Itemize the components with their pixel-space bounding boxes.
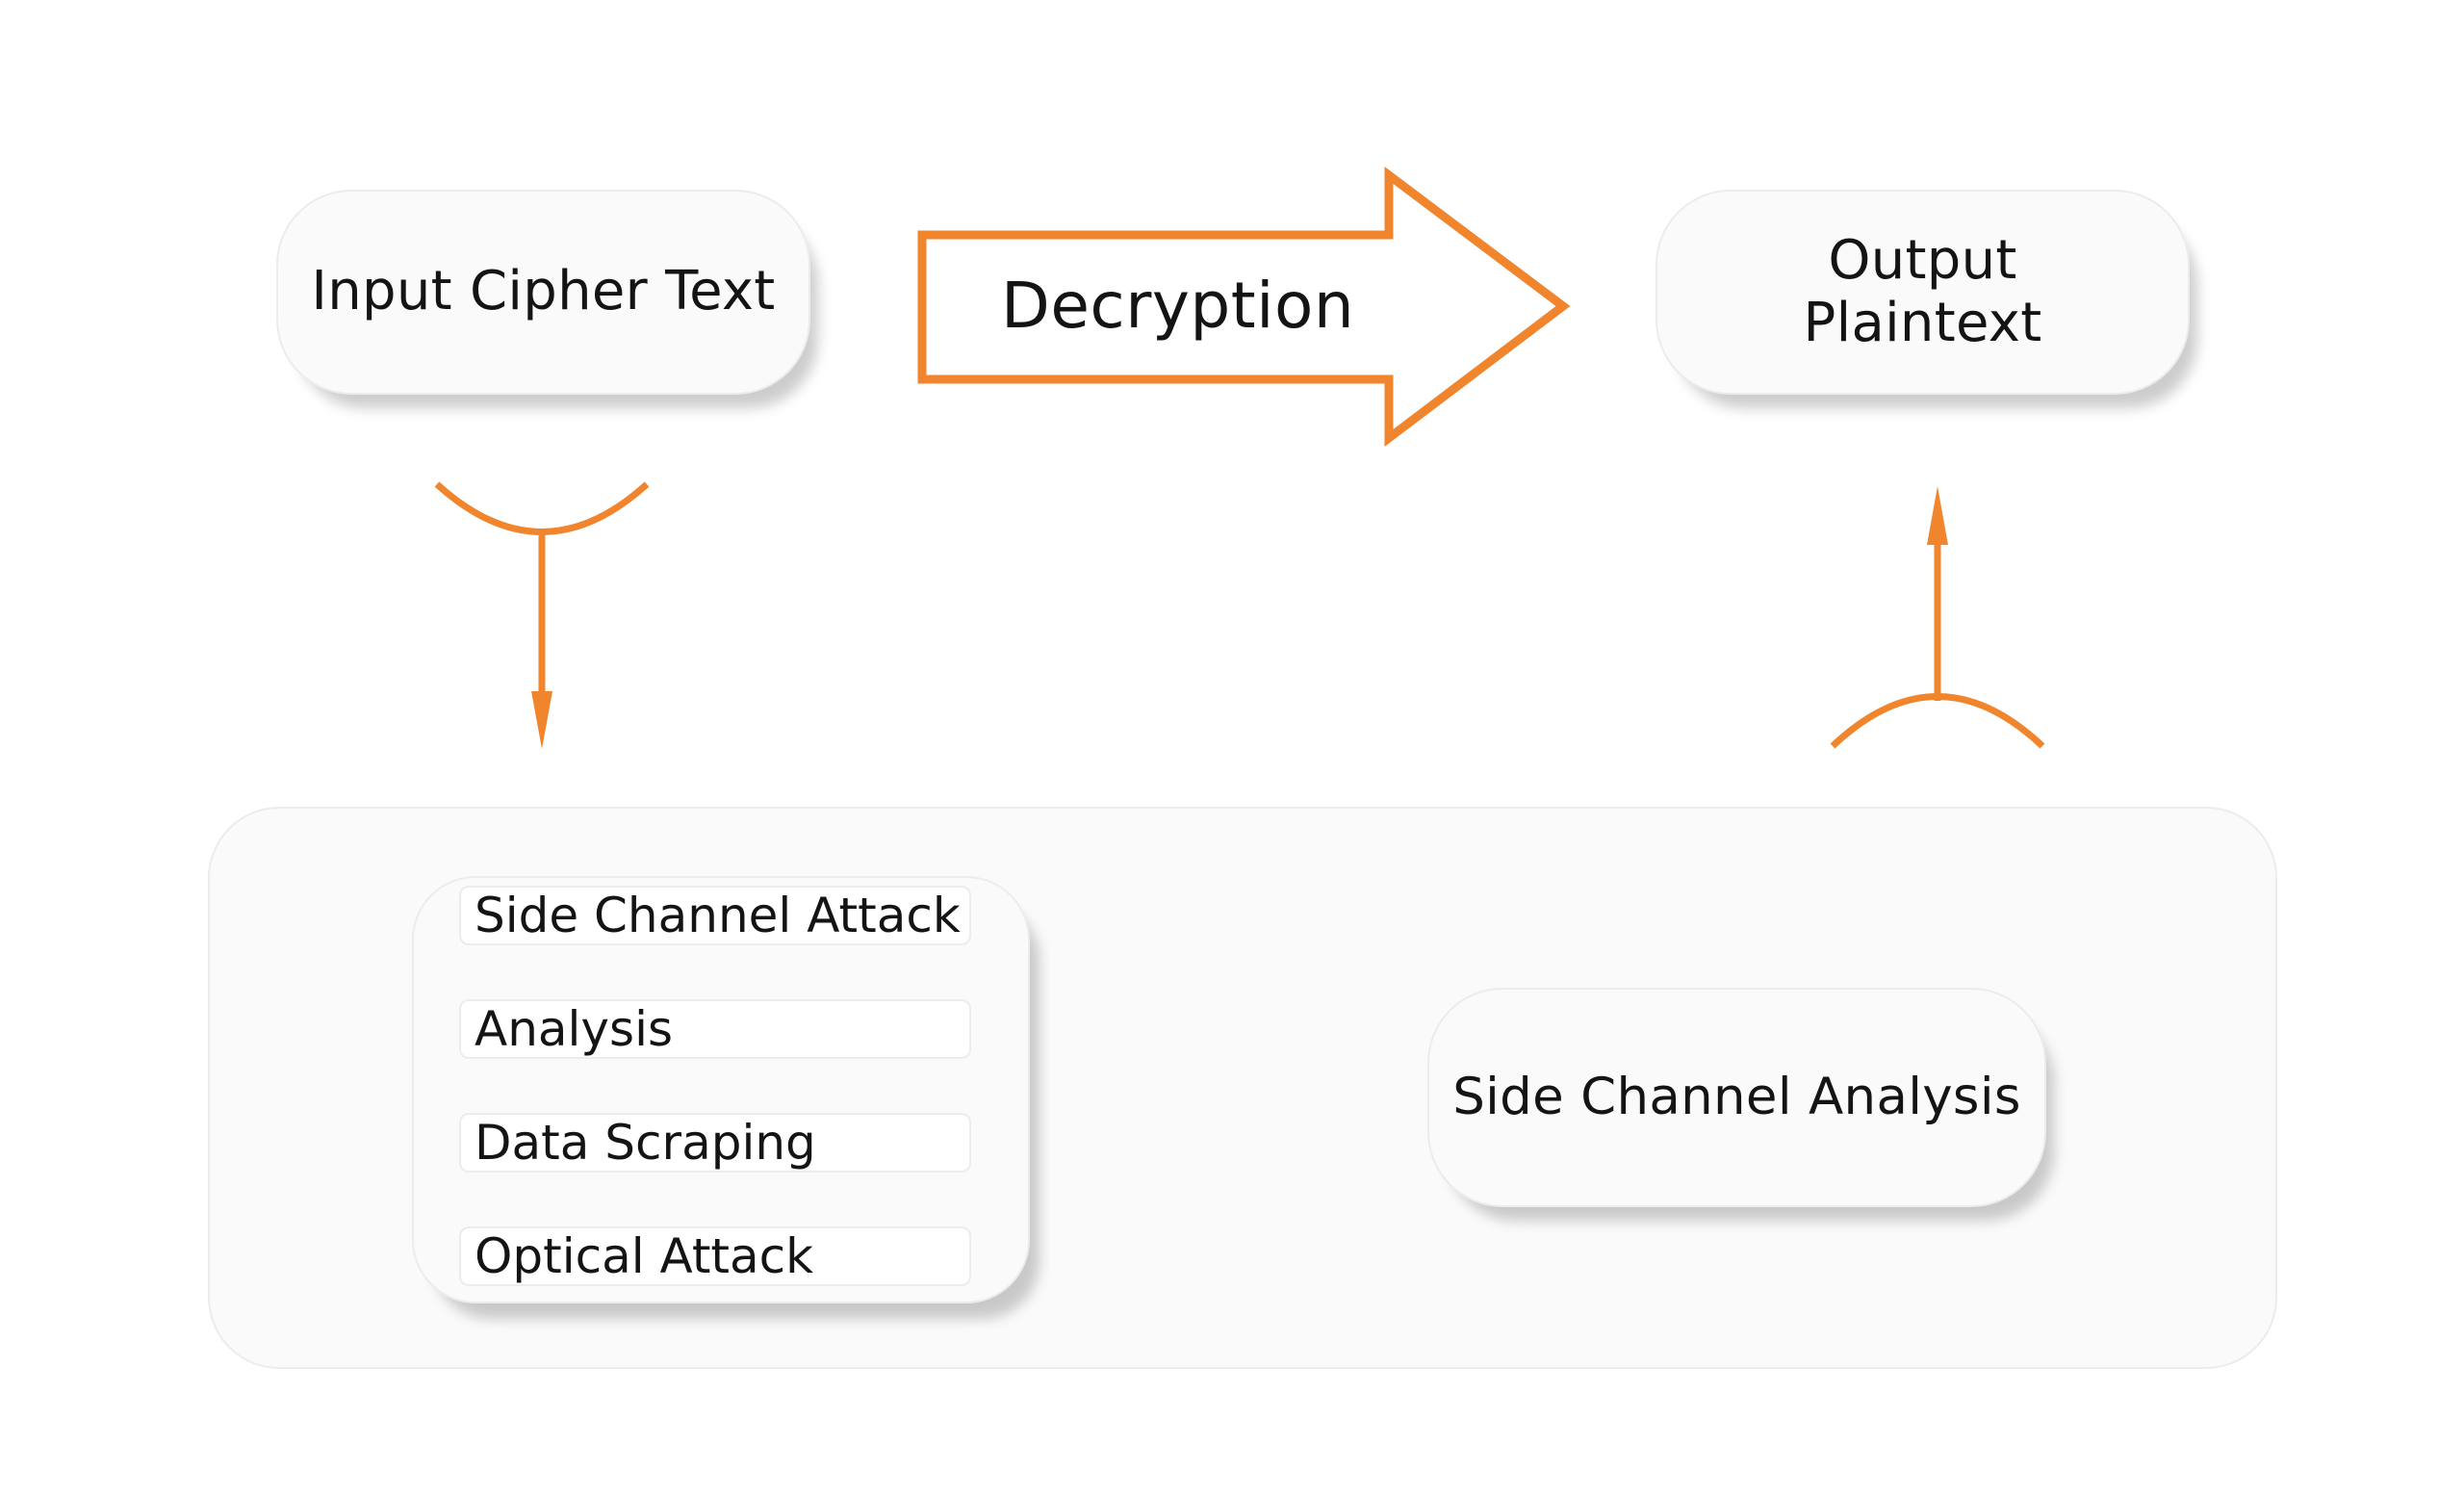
decryption-label: Decryption (1001, 269, 1355, 343)
output-plaintext-node: Output Plaintext (1656, 190, 2190, 395)
step-analysis: Analysis (459, 999, 971, 1059)
input-cipher-text-node: Input Cipher Text (276, 190, 810, 395)
input-cup-arc (434, 481, 650, 535)
output-plaintext-label: Output Plaintext (1803, 228, 2042, 354)
step-optical-attack: Optical Attack (459, 1226, 971, 1286)
step-data-scraping: Data Scraping (459, 1113, 971, 1173)
input-down-arrowhead (531, 691, 552, 749)
input-cipher-text-label: Input Cipher Text (311, 260, 776, 323)
side-channel-analysis-node: Side Channel Analysis (1427, 988, 2046, 1207)
output-up-arrowhead (1927, 486, 1948, 545)
side-channel-analysis-label: Side Channel Analysis (1452, 1068, 2021, 1127)
output-cap-arc (1830, 693, 2045, 749)
step-side-channel-attack: Side Channel Attack (459, 886, 971, 945)
